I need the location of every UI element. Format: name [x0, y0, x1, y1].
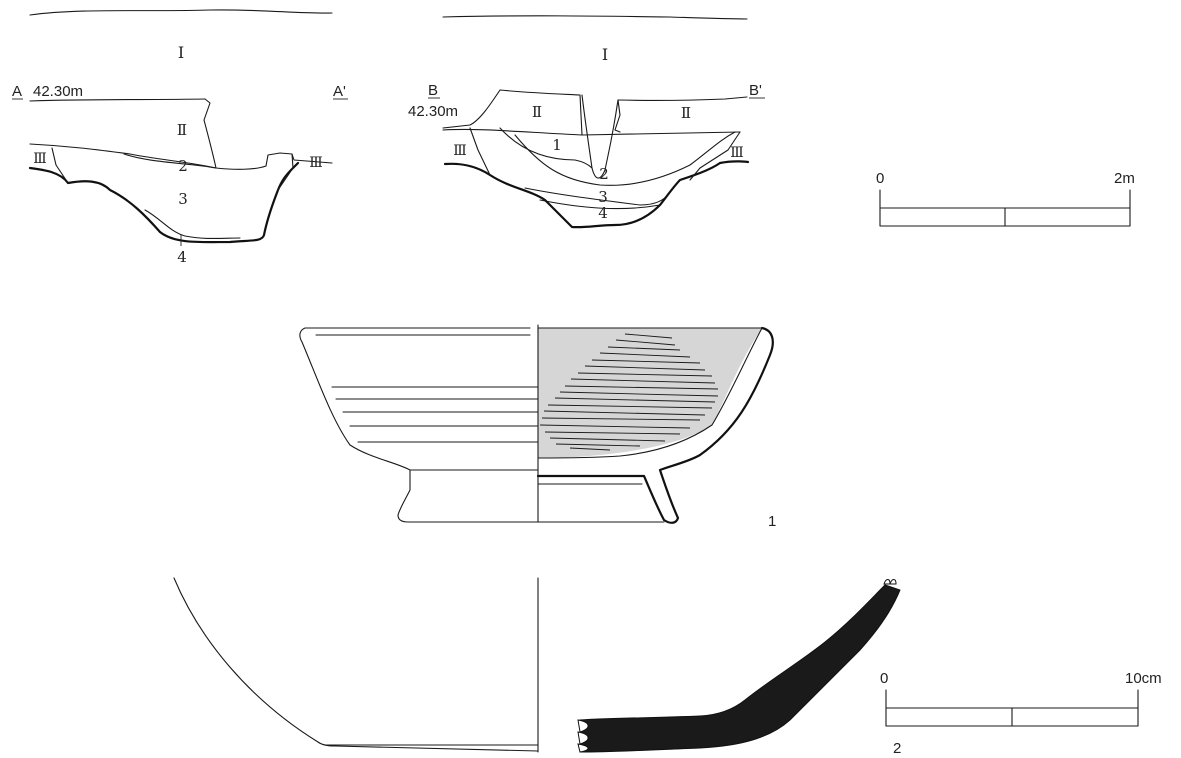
- section-a-layer-i-base: [29, 98, 206, 102]
- artifact-1-pedestal-bowl: 1: [299, 324, 776, 530]
- section-a-fill-4-label: 4: [177, 248, 187, 266]
- scale-10cm-bar: [885, 689, 1139, 727]
- section-a-left-wall: [51, 147, 69, 184]
- scale-2m-end-label: 2m: [1114, 170, 1135, 187]
- artifact-1-left-profile: [299, 327, 539, 523]
- scale-10cm-end-label: 10cm: [1125, 670, 1162, 687]
- scale-bar-2m: 0 2m: [876, 170, 1135, 227]
- section-a-layer-iii-left-label: Ⅲ: [33, 151, 47, 167]
- section-b-layer-1-line: [499, 127, 593, 169]
- section-b-fill-1-label: 1: [552, 136, 562, 154]
- section-a-layer-ii-base: [29, 143, 217, 169]
- section-a-fill-3-label: 3: [178, 190, 188, 208]
- artifact-2-rim-notches: [883, 579, 897, 585]
- section-b-layer-ii-left-label: Ⅱ: [532, 103, 542, 121]
- section-b-profile: Ⅰ B 42.30m B' Ⅱ Ⅱ Ⅲ Ⅲ 1 2 3 4: [408, 15, 765, 229]
- section-b-layer-i-base: [617, 96, 748, 101]
- section-b-right-block: [614, 99, 621, 133]
- section-b-central-cut: [581, 94, 619, 179]
- artifact-2-base-notches: [577, 719, 589, 753]
- section-b-point-label-left: B: [428, 82, 438, 99]
- section-b-layer-2-line: [514, 131, 736, 186]
- section-b-fill-4-label: 4: [598, 204, 608, 222]
- section-b-elevation: 42.30m: [408, 103, 458, 120]
- section-a-pit-outline: [28, 161, 300, 244]
- artifact-2-exterior-profile: [173, 577, 539, 752]
- section-b-pit-outline: [443, 160, 750, 229]
- section-b-layer-iii-right-label: Ⅲ: [730, 145, 744, 161]
- section-b-layer-i-label: Ⅰ: [602, 45, 608, 64]
- section-a-ground-surface: [29, 9, 333, 16]
- artifact-1-right-section-outer: [536, 326, 774, 524]
- scale-2m-start-label: 0: [876, 170, 884, 187]
- section-a-point-label-left: A: [12, 83, 22, 100]
- section-b-right-wall: [689, 131, 741, 181]
- section-b-layer-ii-base: [442, 128, 741, 136]
- artifact-2-number: 2: [893, 740, 901, 757]
- section-a-feature-edge: [203, 98, 217, 169]
- section-a-layer-ii-label: Ⅱ: [177, 121, 187, 139]
- artifact-1-exterior-bands: [315, 334, 539, 471]
- section-b-fill-2-label: 2: [599, 165, 609, 183]
- section-b-point-label-right: B': [749, 82, 762, 99]
- section-a-layer-iii-right-label: Ⅲ: [309, 155, 323, 171]
- section-a-layer-2-line: [123, 153, 267, 170]
- section-a-right-wall: [277, 153, 294, 191]
- artifact-1-burnish-marks: [539, 333, 719, 451]
- section-b-layer-4-line: [539, 199, 661, 210]
- section-a-profile: Ⅰ A 42.30m A' Ⅱ Ⅲ Ⅲ 2 3 4: [12, 9, 348, 266]
- scale-2m-bar: [879, 189, 1131, 227]
- artifact-1-number: 1: [768, 513, 776, 530]
- section-a-elevation: 42.30m: [33, 83, 83, 100]
- section-b-layer-3-line: [524, 187, 671, 206]
- artifact-2-black-section: [579, 584, 901, 753]
- section-b-left-block: [442, 89, 583, 136]
- scale-bar-10cm: 0 10cm: [880, 670, 1162, 727]
- artifact-2-vessel-base: 2: [173, 577, 901, 757]
- artifact-1-right-section-inner: [537, 327, 763, 459]
- section-a-point-label-right: A': [333, 83, 346, 100]
- scale-10cm-start-label: 0: [880, 670, 888, 687]
- section-a-layer-i-label: Ⅰ: [178, 43, 184, 62]
- section-b-layer-ii-right-label: Ⅱ: [681, 104, 691, 122]
- section-b-fill-3-label: 3: [598, 188, 608, 206]
- section-a-layer-3-line: [144, 209, 241, 240]
- section-b-ground-surface: [442, 15, 748, 20]
- section-a-fill-2-label: 2: [178, 157, 188, 175]
- section-a-right-shelf: [265, 152, 333, 167]
- section-b-layer-iii-left-label: Ⅲ: [453, 143, 467, 159]
- section-b-left-wall: [469, 127, 491, 176]
